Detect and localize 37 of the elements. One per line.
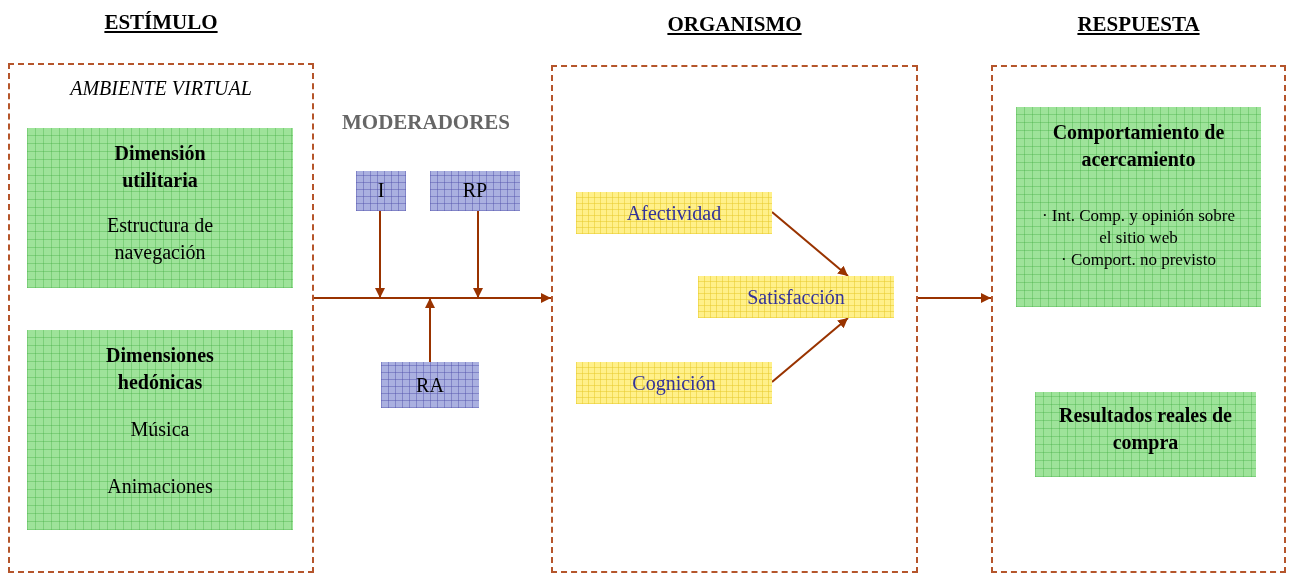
box-text: Animaciones [106, 474, 214, 499]
box-text: RA [415, 373, 445, 398]
box-heading: Dimensión utilitaria [113, 141, 207, 193]
arrow [917, 293, 992, 303]
section-heading: ESTÍMULO [104, 10, 218, 34]
arrow [771, 211, 849, 277]
arrow [425, 297, 435, 363]
factor-box [27, 128, 293, 288]
box-text: I [376, 178, 386, 203]
box-heading: Dimensiones hedónicas [105, 343, 215, 395]
section-heading: ORGANISMO [667, 12, 802, 36]
factor-box [1035, 392, 1256, 477]
box-text: Cognición [631, 371, 717, 397]
box-text: Satisfacción [746, 285, 846, 310]
box-text: · Comport. no previsto [1060, 249, 1217, 272]
box-text: Afectividad [625, 201, 723, 226]
box-text: Estructura de navegación [105, 213, 215, 266]
moderator-box [381, 362, 479, 408]
box-text: Música [129, 417, 191, 442]
arrow [375, 210, 385, 299]
moderator-box [356, 171, 406, 211]
box-text: RP [461, 178, 489, 203]
factor-box [27, 330, 293, 530]
arrow [473, 210, 483, 299]
box-text: · Int. Comp. y opinión sobre el sitio web [1040, 205, 1237, 250]
box-heading: Resultados reales de compra [1058, 403, 1233, 456]
box-heading: Comportamiento de acercamiento [1051, 120, 1226, 172]
moderator-box [430, 171, 520, 211]
group-title: AMBIENTE VIRTUAL [68, 76, 253, 101]
factor-box [1016, 107, 1261, 307]
construct-box [576, 192, 772, 234]
construct-box [576, 362, 772, 404]
arrow [313, 293, 552, 303]
construct-box [698, 276, 894, 318]
arrow [771, 317, 849, 383]
group-label: MODERADORES [342, 110, 510, 135]
section-heading: RESPUESTA [1077, 12, 1200, 36]
